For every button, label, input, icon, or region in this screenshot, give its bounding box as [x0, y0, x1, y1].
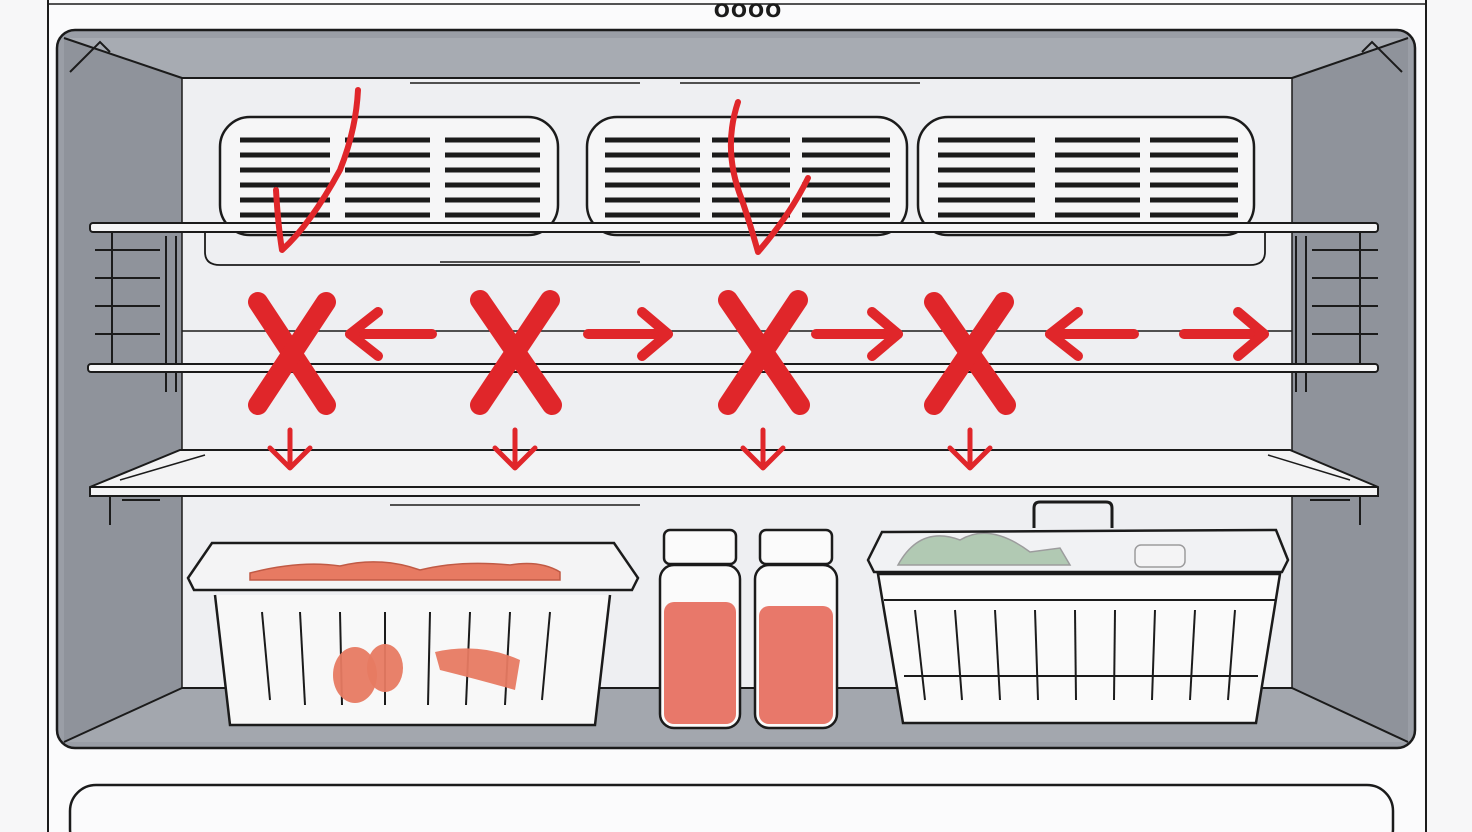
cross-4	[924, 292, 1016, 415]
arrow-right-2	[811, 307, 903, 361]
top-shelf-container-2	[585, 115, 909, 237]
cross-1	[248, 292, 336, 415]
horizontal-arrow-annotations	[345, 307, 1269, 361]
cross-3	[718, 290, 810, 415]
down-arrow-2	[492, 427, 538, 471]
top-shelf-container-1	[218, 115, 560, 237]
arrow-left-2	[1045, 307, 1139, 361]
checkmark-1	[273, 87, 361, 253]
left-shelf-rails	[95, 230, 177, 525]
arrow-left-1	[345, 307, 437, 361]
top-shelf-container-3	[916, 115, 1256, 237]
vegetable-basket	[866, 500, 1290, 725]
arrow-right-1	[583, 307, 673, 361]
down-arrow-4	[947, 427, 993, 471]
sauce-jar-2	[753, 528, 839, 730]
meat-tray	[186, 541, 640, 727]
down-arrow-1	[267, 427, 313, 471]
indicator-text: OOOO	[714, 0, 783, 22]
down-arrow-3	[740, 427, 786, 471]
crisper-drawer	[68, 783, 1395, 832]
top-shelf	[89, 222, 1379, 266]
arrow-right-3	[1179, 307, 1269, 361]
lower-shelf	[89, 449, 1379, 506]
cross-annotations	[248, 290, 1016, 415]
checkmark-2	[727, 99, 811, 255]
down-arrow-annotations	[267, 427, 993, 471]
checkmark-annotations	[273, 87, 811, 255]
sauce-jar-1	[658, 528, 742, 730]
cross-2	[470, 290, 562, 415]
